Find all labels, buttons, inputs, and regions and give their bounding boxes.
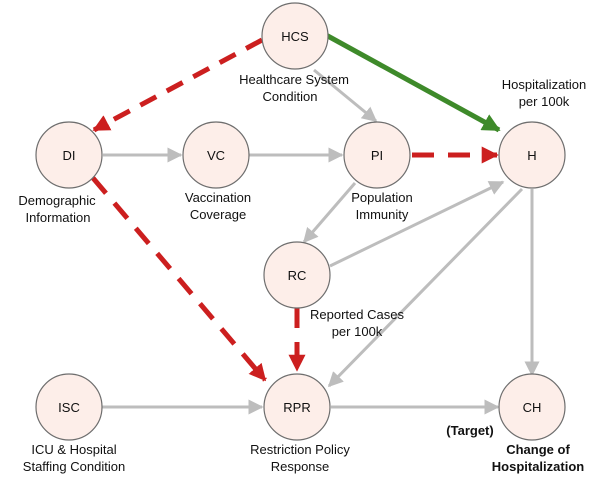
node-ch-abbr: CH <box>523 400 542 415</box>
label-h-line2: per 100k <box>519 94 570 109</box>
label-rpr-line1: Restriction Policy <box>250 442 350 457</box>
node-pi: PI <box>343 121 411 189</box>
node-di: DI <box>35 121 103 189</box>
label-rpr-line2: Response <box>271 459 330 474</box>
label-isc-line2: Staffing Condition <box>23 459 125 474</box>
label-hcs-line2: Condition <box>263 89 318 104</box>
node-isc: ISC <box>35 373 103 441</box>
label-ch-line2: Hospitalization <box>492 459 585 474</box>
label-rc-line1: Reported Cases <box>310 307 404 322</box>
label-isc-line1: ICU & Hospital <box>31 442 116 457</box>
node-di-abbr: DI <box>63 148 76 163</box>
label-ch-line1: Change of <box>506 442 570 457</box>
node-ch: CH <box>498 373 566 441</box>
label-di-line2: Information <box>25 210 90 225</box>
node-h: H <box>498 121 566 189</box>
node-pi-abbr: PI <box>371 148 383 163</box>
node-isc-abbr: ISC <box>58 400 80 415</box>
node-rpr-abbr: RPR <box>283 400 310 415</box>
edge-hcs-to-pi <box>313 68 378 123</box>
label-pi-line1: Population <box>351 190 412 205</box>
edges-layer <box>91 32 540 415</box>
node-hcs-abbr: HCS <box>281 29 309 44</box>
edge-pi-to-rc <box>302 182 357 244</box>
edge-rc-to-h <box>329 180 505 268</box>
label-h-line1: Hospitalization <box>502 77 587 92</box>
label-hcs-line1: Healthcare System <box>239 72 349 87</box>
edge-hcs-to-di <box>92 37 264 133</box>
node-vc-abbr: VC <box>207 148 225 163</box>
node-rc: RC <box>263 241 331 309</box>
node-h-abbr: H <box>527 148 536 163</box>
label-rc-line2: per 100k <box>332 324 383 339</box>
node-rc-abbr: RC <box>288 268 307 283</box>
label-pi-line2: Immunity <box>356 207 409 222</box>
label-vc-line2: Coverage <box>190 207 246 222</box>
edge-hcs-to-h <box>324 32 501 133</box>
node-hcs: HCS <box>261 2 329 70</box>
label-ch-tag: (Target) <box>446 423 493 438</box>
node-vc: VC <box>182 121 250 189</box>
edge-h-to-rpr <box>327 187 524 388</box>
label-di-line1: Demographic <box>18 193 96 208</box>
edge-di-to-rpr <box>91 176 267 382</box>
node-rpr: RPR <box>263 373 331 441</box>
label-vc-line1: Vaccination <box>185 190 251 205</box>
